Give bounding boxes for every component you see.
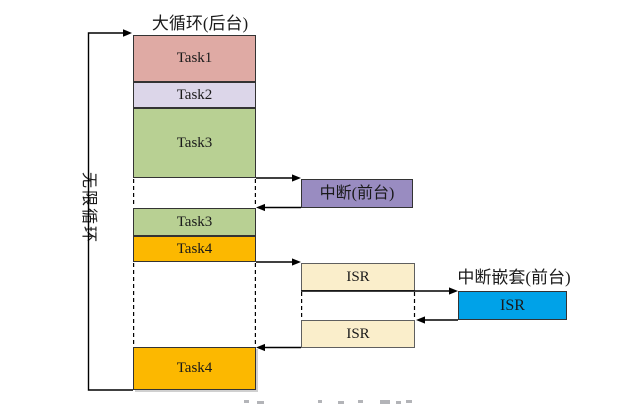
arrowhead-right-into-isr1 xyxy=(292,258,301,266)
arrowhead-left-into-isr2 xyxy=(416,316,425,324)
isr-box-2: ISR xyxy=(301,320,415,348)
interrupt-label: 中断(前台) xyxy=(319,184,395,202)
isr-box-1: ISR xyxy=(301,263,415,291)
interrupt-box: 中断(前台) xyxy=(301,179,413,208)
task3-label: Task3 xyxy=(176,134,213,151)
arrowhead-left-into-task4 xyxy=(256,343,265,352)
isr2-label: ISR xyxy=(346,325,370,342)
task3-resume-label: Task3 xyxy=(176,213,213,230)
task4-box: Task4 xyxy=(133,236,256,262)
diagram-title: 大循环(后台) xyxy=(151,14,249,33)
task3-resume-box: Task3 xyxy=(133,208,256,236)
task2-label: Task2 xyxy=(176,86,213,103)
task4-resume-box: Task4 xyxy=(133,347,256,390)
task4-resume-label: Task4 xyxy=(176,360,213,376)
task2-box: Task2 xyxy=(133,82,256,108)
arrowhead-right-into-nested-isr xyxy=(449,287,458,295)
isr1-label: ISR xyxy=(346,268,370,285)
clipped-caption-fragment xyxy=(244,400,412,404)
task4-label: Task4 xyxy=(176,240,213,257)
task3-box: Task3 xyxy=(133,108,256,178)
nested-interrupt-title: 中断嵌套(前台) xyxy=(457,268,571,287)
task1-box: Task1 xyxy=(133,35,256,82)
nested-isr-label: ISR xyxy=(500,296,525,314)
nested-isr-box: ISR xyxy=(458,291,567,320)
arrowhead-right-into-interrupt xyxy=(292,174,301,182)
task1-label: Task1 xyxy=(176,50,213,66)
arrowhead-left-into-column-1 xyxy=(256,203,265,212)
